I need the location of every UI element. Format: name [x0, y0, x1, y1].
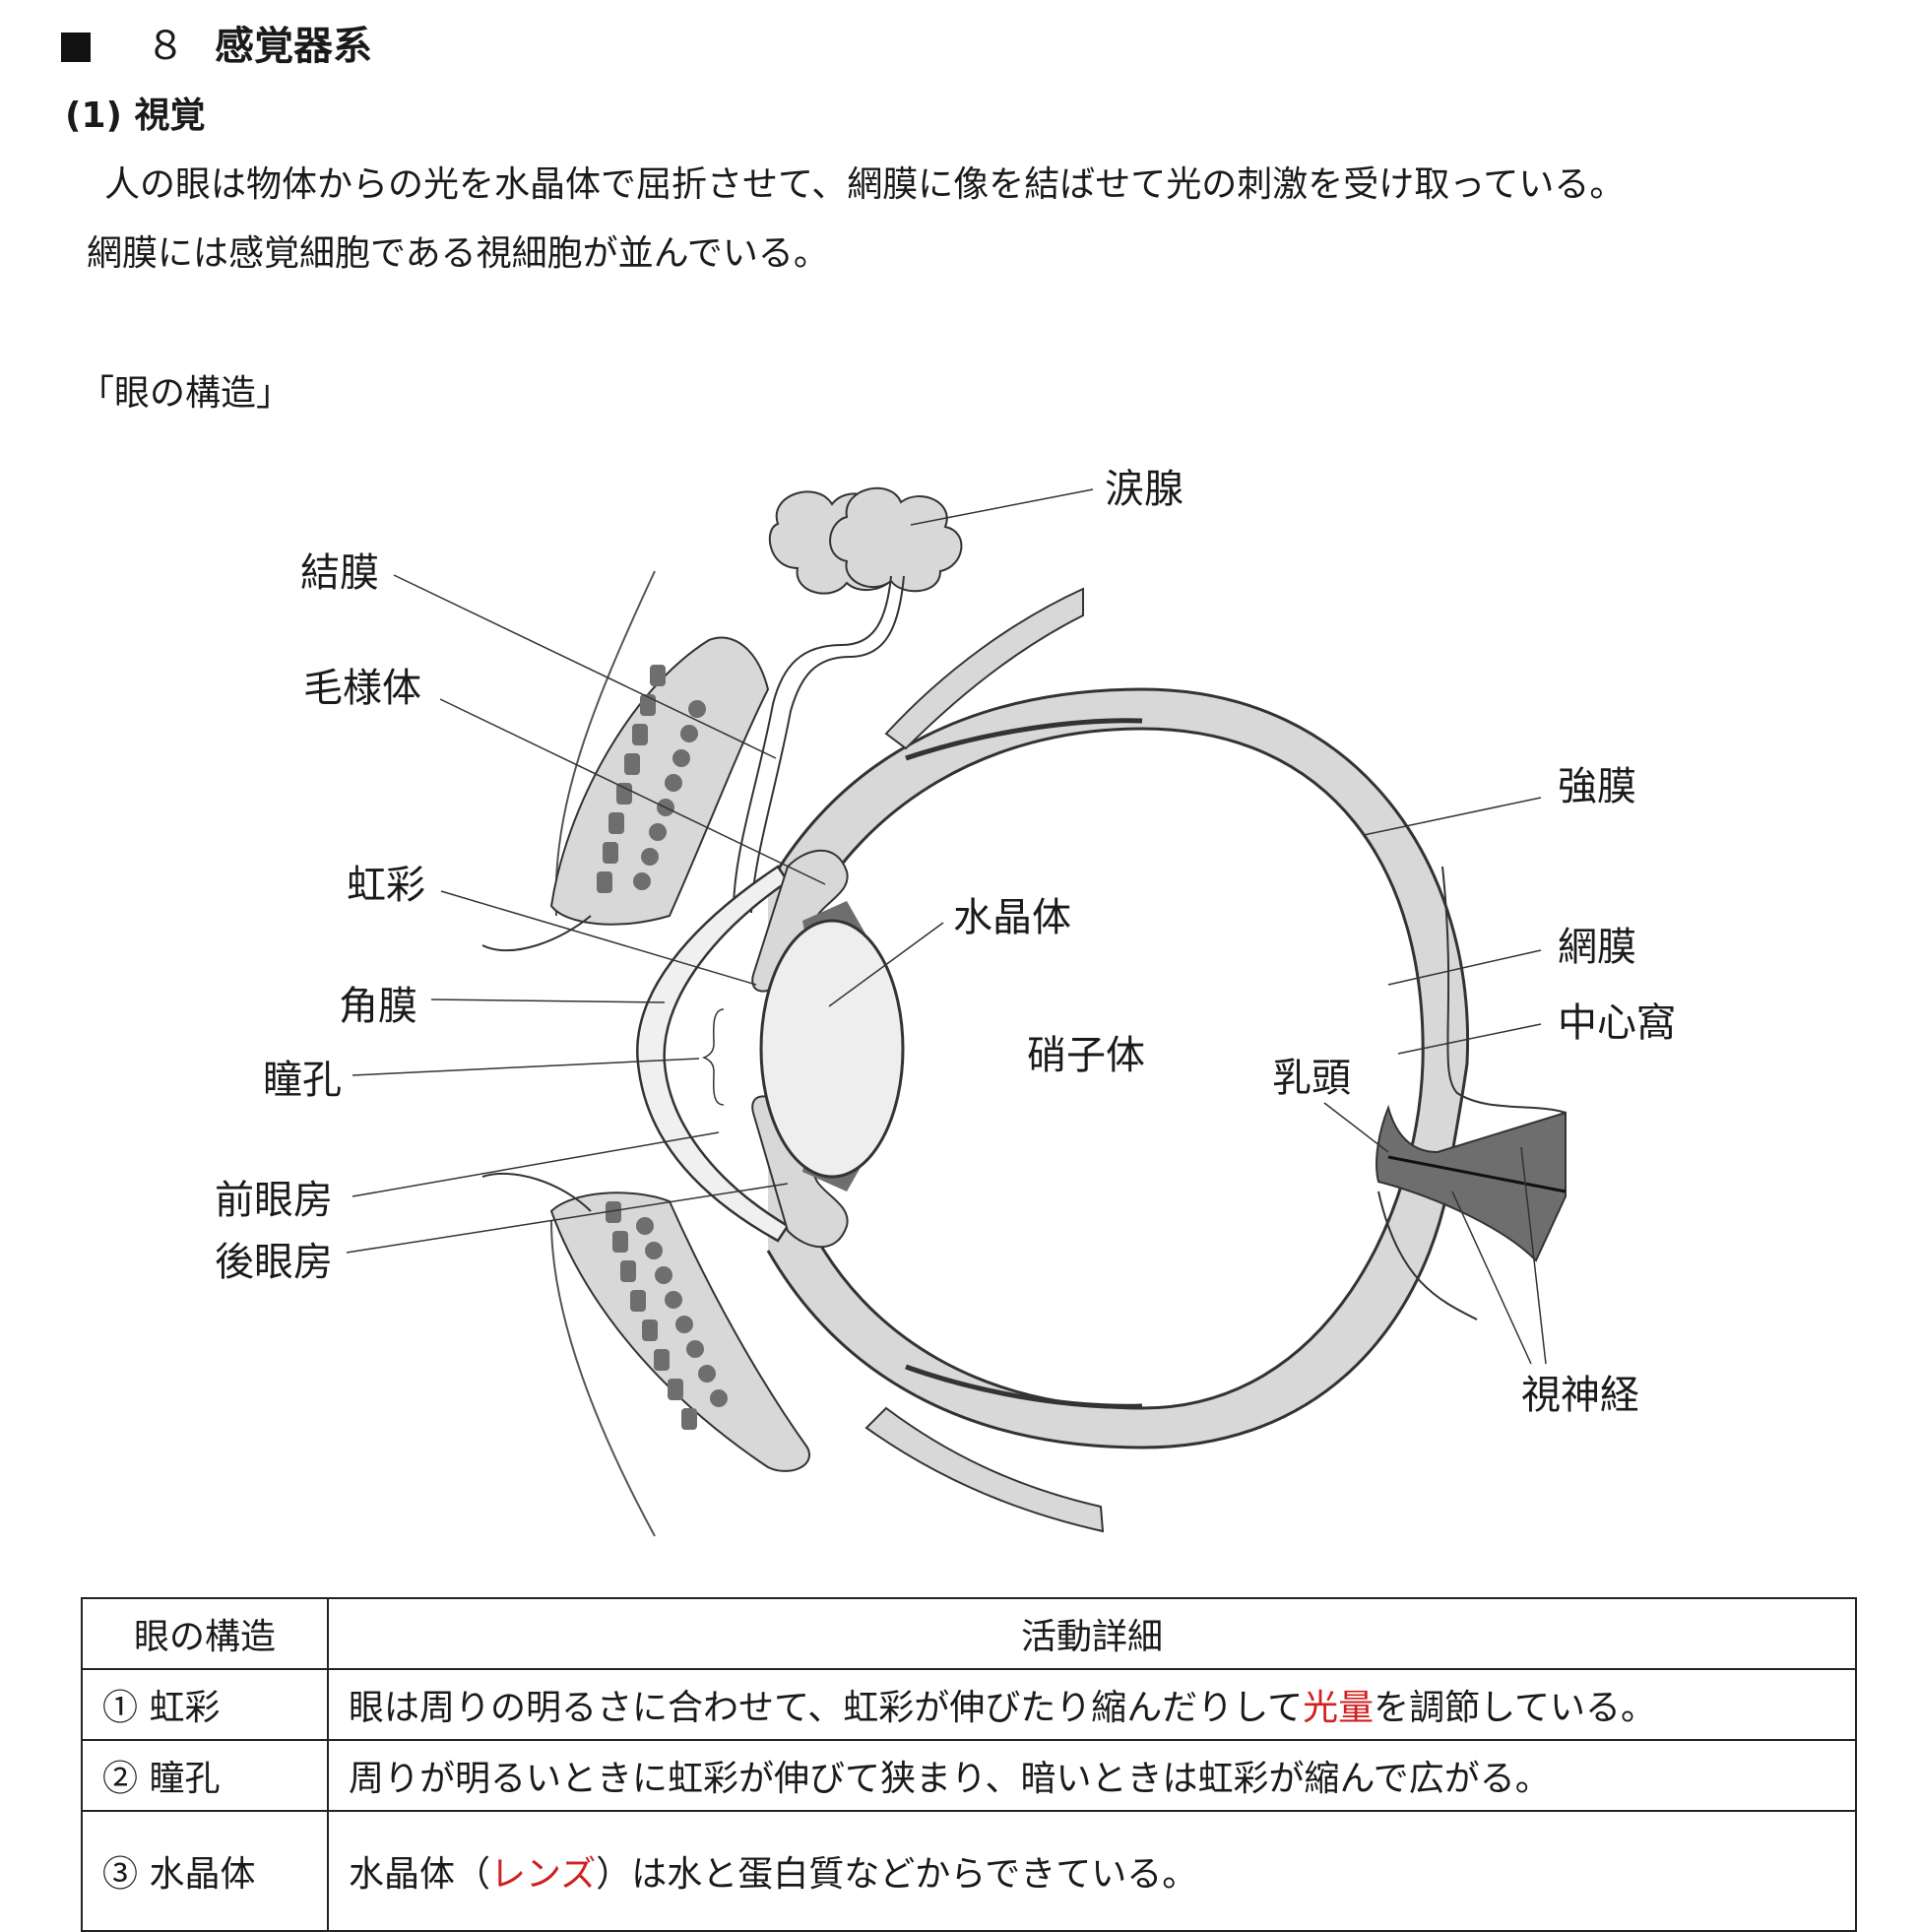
subsection-heading: (1) 視覚 — [65, 96, 206, 136]
eye-structure-table: 眼の構造 活動詳細 ① 虹彩 眼は周りの明るさに合わせて、虹彩が伸びたり縮んだり… — [81, 1597, 1857, 1932]
section-heading: ８ 感覚器系 — [61, 14, 372, 71]
table-header-detail: 活動詳細 — [327, 1597, 1857, 1670]
table-cell-detail: 眼は周りの明るさに合わせて、虹彩が伸びたり縮んだりして光量を調節している。 — [327, 1668, 1857, 1741]
paragraph-line-2: 網膜には感覚細胞である視細胞が並んでいる。 — [87, 233, 829, 274]
lacrimal-duct-shape — [733, 575, 892, 912]
pupil-brace — [701, 1008, 725, 1106]
lacrimal-gland-shape — [768, 486, 963, 595]
detail-text: 眼は周りの明るさに合わせて、虹彩が伸びたり縮んだりして — [349, 1688, 1304, 1728]
table-cell-structure: ① 虹彩 — [81, 1668, 329, 1741]
retina-line — [905, 718, 1143, 761]
figure-title: 「眼の構造」 — [79, 373, 292, 414]
label-optic-nerve: 視神経 — [1521, 1373, 1639, 1418]
square-bullet-icon — [61, 32, 91, 62]
detail-text-end: を調節している。 — [1374, 1688, 1657, 1728]
table-cell-structure: ② 瞳孔 — [81, 1739, 329, 1812]
upper-orbit-shape — [884, 587, 1084, 750]
label-conjunctiva: 結膜 — [300, 550, 379, 596]
label-cornea: 角膜 — [339, 984, 417, 1029]
leader-lines — [346, 488, 1547, 1365]
label-vitreous: 硝子体 — [1027, 1033, 1145, 1078]
label-lacrimal-gland: 涙腺 — [1105, 467, 1183, 512]
label-lens: 水晶体 — [953, 895, 1071, 940]
label-optic-disc: 乳頭 — [1272, 1056, 1351, 1101]
table-cell-detail: 周りが明るいときに虹彩が伸びて狭まり、暗いときは虹彩が縮んで広がる。 — [327, 1739, 1857, 1812]
highlight-text: レンズ — [490, 1854, 597, 1895]
highlight-text: 光量 — [1303, 1688, 1375, 1728]
lens-shape — [759, 919, 905, 1179]
table-cell-structure: ③ 水晶体 — [81, 1810, 329, 1932]
label-retina: 網膜 — [1558, 925, 1636, 970]
label-posterior-chamber: 後眼房 — [215, 1240, 333, 1285]
retina-line-lower — [905, 1364, 1143, 1409]
label-iris: 虹彩 — [347, 863, 425, 908]
vitreous-shape — [805, 727, 1425, 1410]
table-row: ① 虹彩 眼は周りの明るさに合わせて、虹彩が伸びたり縮んだりして光量を調節してい… — [81, 1668, 1857, 1741]
label-fovea: 中心窩 — [1558, 1000, 1676, 1046]
lacrimal-duct-shape-inner — [750, 575, 905, 914]
table-row: ② 瞳孔 周りが明るいときに虹彩が伸びて狭まり、暗いときは虹彩が縮んで広がる。 — [81, 1739, 1857, 1812]
table-row: ③ 水晶体 水晶体（レンズ）は水と蛋白質などからできている。 — [81, 1810, 1857, 1932]
label-pupil: 瞳孔 — [263, 1058, 342, 1103]
label-sclera: 強膜 — [1558, 764, 1636, 809]
detail-text-end: ）は水と蛋白質などからできている。 — [596, 1854, 1198, 1895]
table-cell-detail: 水晶体（レンズ）は水と蛋白質などからできている。 — [327, 1810, 1857, 1932]
label-ciliary-body: 毛様体 — [303, 666, 421, 711]
table-header-row: 眼の構造 活動詳細 — [81, 1597, 1857, 1670]
iris-lower-shape — [751, 1095, 849, 1249]
eye-diagram: 涙腺 結膜 毛様体 虹彩 角膜 瞳孔 前眼房 後眼房 水晶体 硝子体 強膜 網膜… — [215, 467, 1676, 1537]
section-number: ８ — [146, 24, 185, 69]
section-title: 感覚器系 — [215, 24, 372, 69]
lower-eyelid-shape — [481, 1173, 810, 1537]
upper-eyelid-shape — [481, 570, 770, 952]
optic-nerve-shape — [1375, 1104, 1567, 1262]
iris-upper-shape — [751, 849, 849, 993]
paragraph-line-1: 人の眼は物体からの光を水晶体で屈折させて、網膜に像を結ばせて光の刺激を受け取って… — [104, 164, 1626, 205]
lower-orbit-shape — [864, 1406, 1105, 1533]
detail-text: 水晶体（ — [349, 1854, 491, 1895]
table-header-structure: 眼の構造 — [81, 1597, 329, 1670]
label-anterior-chamber: 前眼房 — [215, 1178, 333, 1223]
